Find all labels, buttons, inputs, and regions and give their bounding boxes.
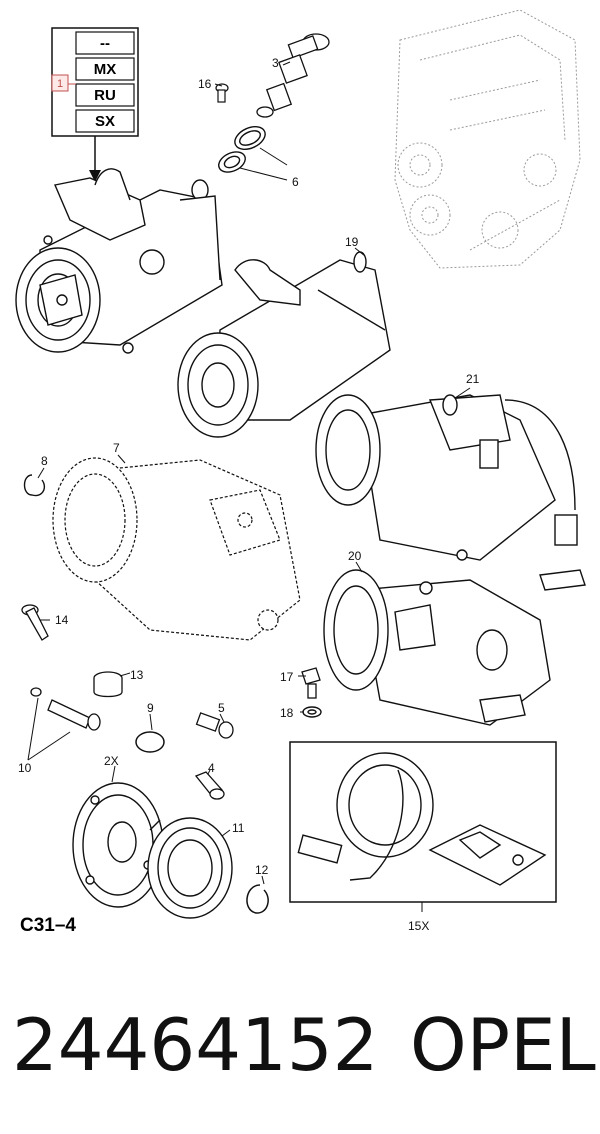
- variant-code-ru: RU: [94, 87, 116, 104]
- compressor-19: [177, 251, 391, 438]
- part-number: 24464152: [12, 1003, 379, 1087]
- pulley-11: [147, 817, 233, 919]
- screw-5: [195, 712, 234, 739]
- label-15x: 15X: [408, 919, 429, 933]
- screw-16: [215, 83, 229, 103]
- bolt-14: [21, 604, 49, 641]
- variant-code-mx: MX: [94, 61, 117, 78]
- bolt-4: [194, 771, 225, 800]
- washer-18: [302, 706, 322, 718]
- label-5: 5: [218, 701, 225, 715]
- label-19: 19: [345, 235, 359, 249]
- coil-kit-15x: [289, 741, 557, 903]
- label-7: 7: [113, 441, 120, 455]
- engine-block-illustration: [394, 9, 581, 269]
- ring-9: [135, 731, 165, 753]
- label-2x: 2X: [104, 754, 119, 768]
- leader-lines: [27, 61, 471, 912]
- variant-code-sx: SX: [95, 113, 115, 130]
- label-3: 3: [272, 56, 279, 70]
- cap-13: [93, 671, 123, 698]
- compressor-21: [315, 394, 586, 591]
- compressor-20: [323, 569, 551, 726]
- switch-10: [30, 687, 101, 731]
- diagram-code: C31–4: [20, 915, 76, 936]
- bolt-17: [301, 667, 321, 699]
- ring-12: [246, 884, 269, 914]
- label-14: 14: [55, 613, 69, 627]
- label-16: 16: [198, 77, 212, 91]
- clutch-plate-2x: [72, 782, 164, 908]
- label-8: 8: [41, 454, 48, 468]
- label-20: 20: [348, 549, 362, 563]
- label-17: 17: [280, 670, 294, 684]
- ring-8: [23, 474, 46, 497]
- seal-ring: [234, 125, 266, 151]
- variant-code-1: --: [100, 35, 110, 52]
- variant-box: -- MX RU SX 1: [51, 27, 139, 182]
- label-18: 18: [280, 706, 294, 720]
- label-12: 12: [255, 863, 269, 877]
- seal-6: [218, 151, 246, 173]
- label-10: 10: [18, 761, 32, 775]
- compressor-main: [15, 168, 223, 354]
- brand-name: OPEL: [410, 1003, 596, 1087]
- variant-callout: 1: [57, 78, 63, 90]
- control-valve-3: [256, 33, 330, 118]
- label-11: 11: [232, 821, 245, 835]
- label-9: 9: [147, 701, 154, 715]
- label-6: 6: [292, 175, 299, 189]
- label-21: 21: [466, 372, 480, 386]
- compressor-7: [52, 457, 301, 641]
- label-13: 13: [130, 668, 144, 682]
- label-4: 4: [208, 761, 215, 775]
